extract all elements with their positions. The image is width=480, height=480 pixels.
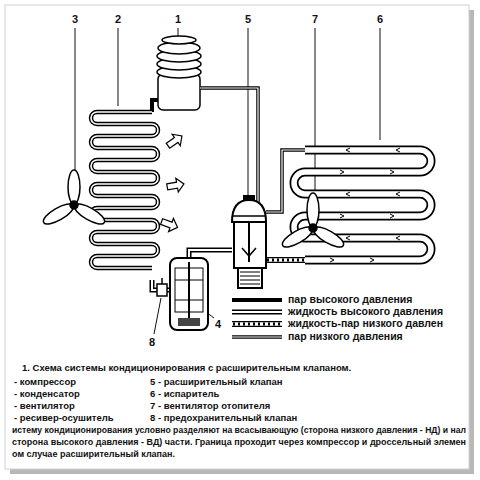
leader-line xyxy=(75,28,76,186)
legend-samples xyxy=(232,300,282,337)
valve-spring xyxy=(240,272,260,284)
compressor-pulley xyxy=(162,36,196,44)
part-list-item: - конденсатор xyxy=(14,389,80,400)
pipe-outer xyxy=(266,257,305,263)
compressor xyxy=(157,36,201,110)
legend-sample xyxy=(232,310,282,315)
pipe-outer xyxy=(200,88,305,212)
safety-valve xyxy=(157,284,167,296)
condenser-fan xyxy=(41,170,108,228)
note-line: сторона высокого давления - ВД) части. Г… xyxy=(12,437,466,447)
legend-text: пар высокого давления xyxy=(288,293,412,305)
callout-number: 4 xyxy=(214,318,222,331)
fan-blade xyxy=(307,193,319,227)
frame-panel xyxy=(5,5,469,469)
callout-number: 6 xyxy=(376,13,384,26)
leader-lines xyxy=(75,28,380,334)
callout-number: 7 xyxy=(311,13,319,26)
evaporator-outer xyxy=(294,150,431,260)
coil-inner xyxy=(91,112,158,268)
fan-blade xyxy=(68,170,80,204)
legend-sample xyxy=(232,311,282,313)
part-list-item: 7 - вентилятор отопителя xyxy=(150,401,270,412)
pipe-hatch xyxy=(267,259,305,262)
receiver-tube xyxy=(188,262,190,322)
fan-hub xyxy=(309,224,317,232)
legend-sample xyxy=(232,336,282,337)
receiver-base xyxy=(178,318,200,326)
air-arrow xyxy=(159,215,180,234)
note-line: ом случае расширительный клапан. xyxy=(12,449,175,459)
valve-spring-housing xyxy=(238,268,262,288)
expansion-valve xyxy=(232,195,266,288)
safety-valve-stem xyxy=(161,278,163,284)
figure-caption: 1. Схема системы кондиционирования с рас… xyxy=(22,363,351,374)
legend-sample xyxy=(233,323,282,326)
compressor-body xyxy=(158,74,200,110)
air-flow-arrows xyxy=(159,130,186,234)
legend-sample xyxy=(232,335,282,339)
leader-line xyxy=(315,28,316,208)
legend-sample xyxy=(232,298,282,302)
callout-number: 2 xyxy=(114,13,122,26)
receiver-mesh xyxy=(175,280,203,281)
callout-number: 3 xyxy=(71,13,79,26)
note-line: истему кондиционирования условно разделя… xyxy=(12,425,466,435)
part-list-item: - вентилятор xyxy=(14,401,75,412)
condenser-coil xyxy=(91,112,158,268)
lp-vapour-pipes xyxy=(200,88,305,212)
leader-line xyxy=(118,28,119,106)
legend-text: жидкость-пар низкого давлен xyxy=(288,317,443,329)
pipe-inner xyxy=(200,88,305,212)
coil-outer xyxy=(91,112,158,268)
part-list-item: - компрессор xyxy=(14,377,76,388)
valve-dome xyxy=(232,200,266,222)
part-list-item: 8 - предохранительный клапан xyxy=(150,413,297,424)
receiver-mesh xyxy=(175,300,203,301)
valve-cap xyxy=(243,195,255,201)
evaporator-inner xyxy=(294,150,431,260)
evaporator xyxy=(294,148,431,262)
part-list-item: 5 - расширительный клапан xyxy=(150,377,283,388)
fan-hub xyxy=(70,201,78,209)
valve-body xyxy=(234,222,266,268)
valve-diaphragm xyxy=(232,215,266,217)
legend-sample xyxy=(232,321,282,327)
legend-text: жидкость высокого давления xyxy=(288,305,443,317)
valve-seat xyxy=(242,248,256,256)
leader-line xyxy=(248,28,249,197)
part-list-item: 6 - испаритель xyxy=(150,389,219,400)
air-arrow xyxy=(166,177,185,194)
receiver-drier xyxy=(170,258,208,330)
part-list-item: - ресивер-осушитель xyxy=(14,413,114,424)
legend-sample xyxy=(232,322,282,326)
callout-number: 1 xyxy=(174,13,182,26)
callout-number: 8 xyxy=(148,336,156,349)
pipe-inner xyxy=(266,258,305,262)
legend-text: пар низкого давления xyxy=(288,330,403,342)
heater-fan xyxy=(280,193,347,251)
leader-line xyxy=(154,298,161,334)
leader-line xyxy=(380,28,381,140)
air-arrow xyxy=(164,130,186,151)
receiver-body xyxy=(170,258,208,330)
lp-mix-pipe xyxy=(266,260,305,261)
callout-number: 5 xyxy=(244,13,252,26)
leader-line xyxy=(178,28,179,36)
